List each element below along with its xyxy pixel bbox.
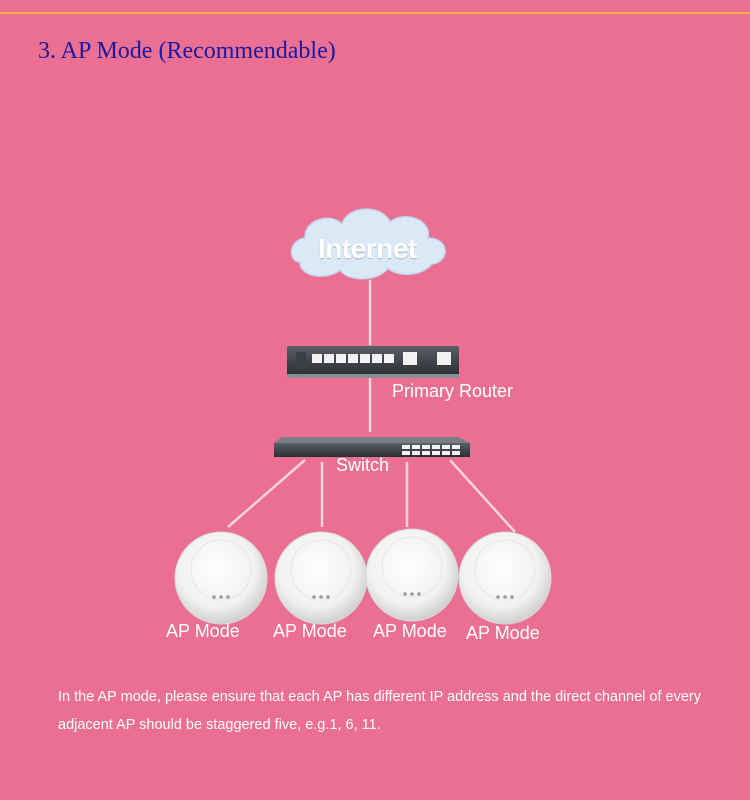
top-divider [0,12,750,14]
internet-label: Internet [318,233,417,264]
access-point-icon [365,528,459,622]
access-point-icon [458,531,552,625]
ap-label: AP Mode [166,621,240,641]
switch-ap1-line [227,459,306,528]
section-title: 3. AP Mode (Recommendable) [38,38,336,64]
ap-label: AP Mode [373,621,447,641]
access-point-icon [174,531,268,625]
connection-lines [227,280,516,533]
access-point-icon [274,531,368,625]
note-text: In the AP mode, please ensure that each … [58,689,701,733]
router-label: Primary Router [392,381,514,401]
router-icon [287,346,459,378]
ap-label: AP Mode [466,623,540,643]
switch-ap4-line [449,459,516,533]
switch-label: Switch [336,455,390,475]
switch-icon [274,437,470,457]
ap-label: AP Mode [273,621,347,641]
cloud-icon [290,208,446,280]
